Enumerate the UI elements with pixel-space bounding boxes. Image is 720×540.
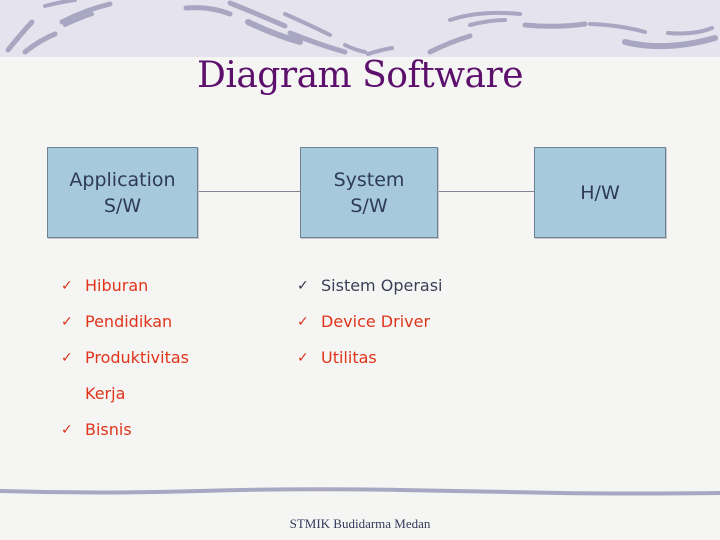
check-icon: ✓ bbox=[61, 350, 73, 366]
footer-text: STMIK Budidarma Medan bbox=[289, 516, 431, 531]
list-item-text: Bisnis bbox=[85, 420, 132, 439]
check-icon: ✓ bbox=[61, 314, 73, 330]
check-icon: ✓ bbox=[297, 350, 309, 366]
header-decoration-band bbox=[0, 0, 720, 57]
list-item: ✓ Pendidikan bbox=[61, 304, 189, 340]
check-icon: ✓ bbox=[61, 422, 73, 438]
system-sw-box: System S/W bbox=[300, 147, 438, 238]
list-item-text: Kerja bbox=[85, 384, 126, 403]
check-icon: ✓ bbox=[61, 278, 73, 294]
list-item-text: Hiburan bbox=[85, 276, 149, 295]
list-item: ✓ Hiburan bbox=[61, 268, 189, 304]
check-icon: ✓ bbox=[297, 314, 309, 330]
list-item-text: Utilitas bbox=[321, 348, 377, 367]
check-icon: ✓ bbox=[297, 278, 309, 294]
list-item-text: Sistem Operasi bbox=[321, 276, 443, 295]
box-label-line2: S/W bbox=[103, 194, 142, 217]
box-label-line1: Application bbox=[69, 168, 176, 191]
box-label-line1: System bbox=[333, 168, 405, 191]
list-item-text: Device Driver bbox=[321, 312, 431, 331]
list-item: ✓ Device Driver bbox=[297, 304, 442, 340]
list-item: ✓ Bisnis bbox=[61, 412, 189, 448]
system-sw-list: ✓ Sistem Operasi ✓ Device Driver ✓ Utili… bbox=[297, 268, 442, 376]
list-item: ✓ Produktivitas bbox=[61, 340, 189, 376]
list-item: ✓ Utilitas bbox=[297, 340, 442, 376]
brush-stroke-decoration bbox=[5, 0, 718, 56]
list-item-text: Pendidikan bbox=[85, 312, 173, 331]
list-item: ✓ Sistem Operasi bbox=[297, 268, 442, 304]
box-label-line2: S/W bbox=[350, 194, 388, 217]
list-item-text: Produktivitas bbox=[85, 348, 189, 367]
footer-divider-stroke bbox=[0, 487, 720, 496]
box-label-line1: H/W bbox=[580, 181, 620, 204]
connector-line-system-hw bbox=[438, 191, 534, 192]
application-sw-list: ✓ Hiburan ✓ Pendidikan ✓ Produktivitas K… bbox=[61, 268, 189, 448]
application-sw-box: Application S/W bbox=[47, 147, 198, 238]
slide-title: Diagram Software bbox=[196, 55, 524, 96]
list-item-continuation: Kerja bbox=[61, 376, 189, 412]
hardware-box: H/W bbox=[534, 147, 666, 238]
connector-line-app-system bbox=[198, 191, 300, 192]
